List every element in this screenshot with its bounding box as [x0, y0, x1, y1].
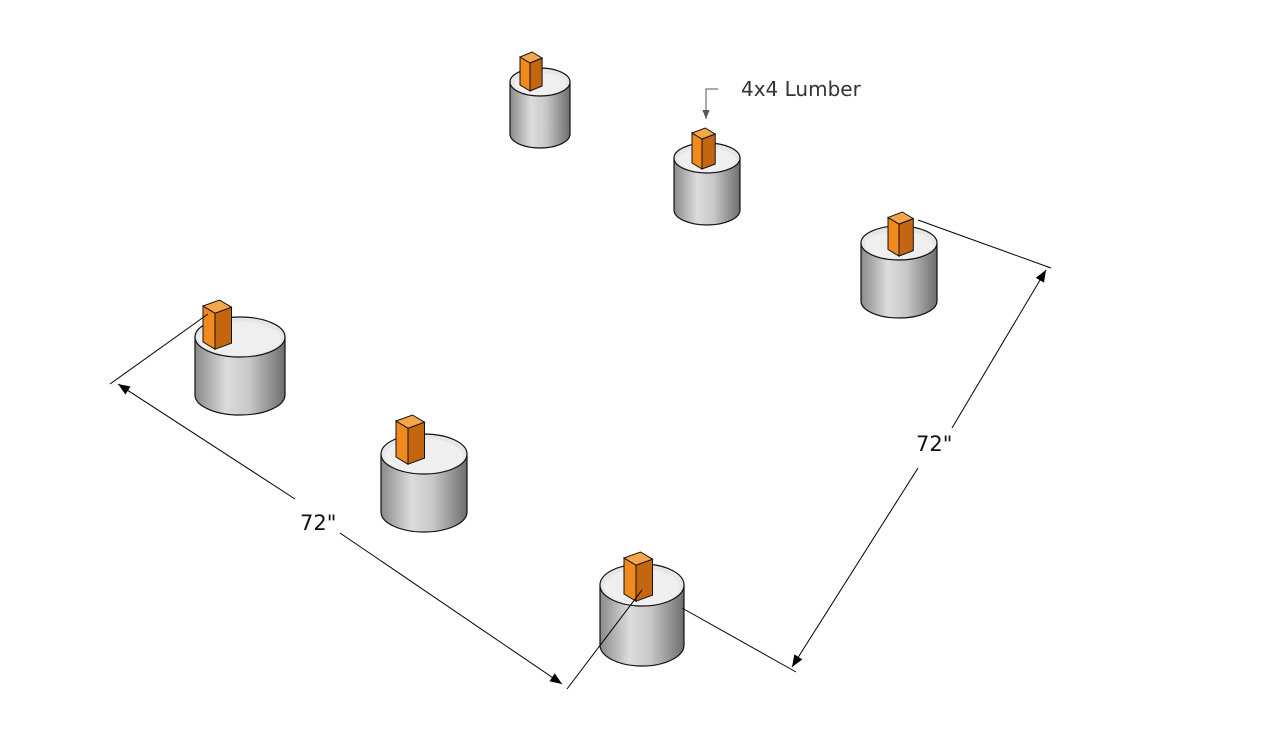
lumber-top-face — [622, 551, 654, 566]
dimension-right-extension-1 — [917, 219, 1052, 269]
callout-label: 4x4 Lumber — [741, 77, 862, 101]
callout-leader-line — [702, 88, 718, 119]
dimension-right: 72" — [681, 219, 1052, 673]
lumber-post-5 — [394, 414, 426, 466]
pier-4 — [194, 299, 286, 416]
dimension-right-label: 72" — [916, 432, 952, 456]
lumber-side-face — [407, 421, 425, 465]
pier-3 — [860, 211, 938, 319]
dimension-right-extension-2 — [681, 607, 797, 673]
dimension-right-line-b — [791, 467, 919, 668]
pier-6 — [599, 551, 685, 667]
lumber-top-face — [690, 127, 717, 140]
lumber-top-face — [201, 299, 233, 314]
pier-body — [599, 584, 685, 667]
dimension-left-extension-2 — [566, 589, 643, 690]
lumber-post-4 — [201, 299, 233, 351]
lumber-top-face — [886, 211, 915, 225]
lumber-post-3 — [886, 211, 915, 257]
dimension-left-line-a — [117, 383, 296, 500]
lumber-post-6 — [622, 551, 654, 603]
pier-body — [860, 242, 938, 319]
lumber-top-face — [518, 51, 544, 64]
dimension-left-extension-1 — [109, 313, 209, 385]
lumber-post-1 — [518, 51, 544, 92]
pier-body — [673, 157, 741, 226]
piers-group — [194, 51, 938, 667]
pier-2 — [673, 127, 741, 226]
lumber-side-face — [214, 306, 232, 350]
lumber-callout: 4x4 Lumber — [702, 77, 862, 119]
lumber-post-2 — [690, 127, 717, 170]
pier-1 — [509, 51, 571, 149]
dimension-left: 72" — [109, 313, 643, 690]
dimension-left-label: 72" — [300, 511, 336, 535]
dimension-left-line-b — [339, 532, 563, 685]
lumber-top-face — [394, 414, 426, 429]
lumber-side-face — [529, 57, 543, 92]
pier-5 — [380, 414, 468, 533]
lumber-side-face — [701, 133, 716, 170]
dimension-right-line-a — [951, 269, 1047, 429]
lumber-side-face — [898, 217, 914, 257]
pier-body — [509, 81, 571, 149]
pier-body — [380, 453, 468, 533]
pier-body — [194, 336, 286, 416]
